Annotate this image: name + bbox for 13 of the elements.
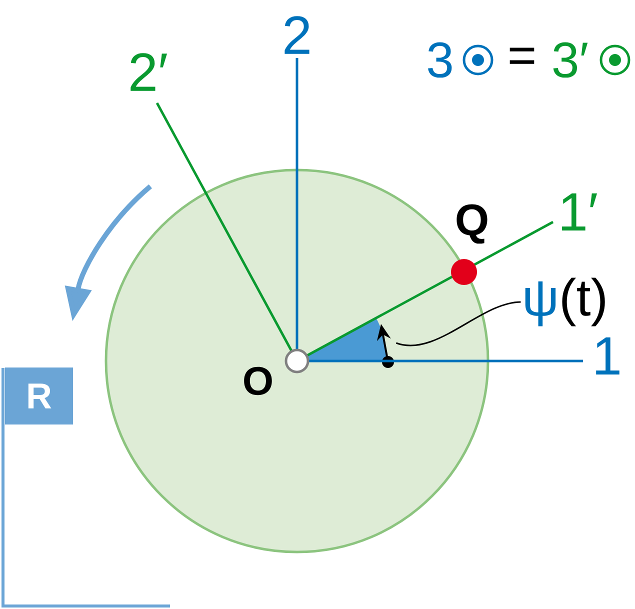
axis-label: 2′	[130, 53, 168, 91]
frame-label: R	[5, 367, 73, 424]
angle-label: ψ(t)	[525, 278, 605, 326]
axis-label: 3′	[553, 42, 588, 78]
angle-marker-drawing	[308, 318, 394, 368]
axis-label: 1	[596, 337, 620, 375]
axis-label: 1′	[562, 193, 598, 231]
axis-label: 3	[428, 42, 452, 78]
point-label: O	[244, 366, 272, 396]
equals-sign: =	[510, 48, 534, 64]
point-label: Q	[456, 204, 488, 244]
leader-line	[396, 301, 521, 346]
axis-label: 2	[284, 16, 310, 54]
